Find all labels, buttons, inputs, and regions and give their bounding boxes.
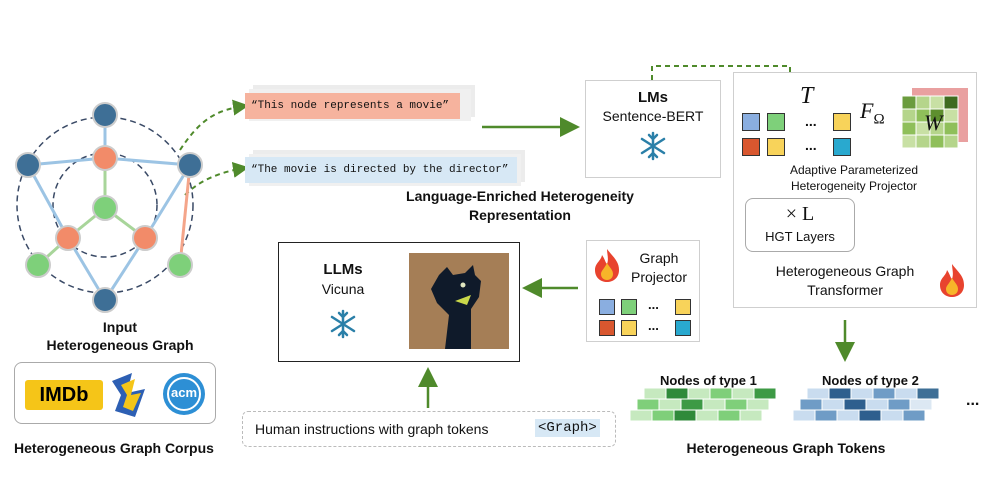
- graph-node-orange: [55, 225, 81, 251]
- dashed-arrow-to-director-sentence: [184, 161, 249, 196]
- hgt-caption: Heterogeneous Graph Transformer: [745, 262, 945, 300]
- graph-token: <Graph>: [535, 419, 600, 437]
- graph-node-orange: [92, 145, 118, 171]
- type-square-red: [599, 320, 615, 336]
- representation-caption: Language-Enriched Heterogeneity Represen…: [372, 187, 668, 225]
- projector-ellipsis: ...: [648, 318, 659, 333]
- hgt-layers-label: HGT Layers: [765, 229, 835, 244]
- f-subscript: Ω: [873, 111, 885, 128]
- graph-node-blue: [177, 152, 203, 178]
- adaptive-caption-line2: Heterogeneity Projector: [790, 179, 918, 193]
- type-square-cyan: [833, 138, 851, 156]
- tokens-ellipsis: ...: [966, 392, 980, 409]
- snowflake-icon: [640, 131, 666, 161]
- corpus-caption: Heterogeneous Graph Corpus: [14, 440, 214, 456]
- bolt-logo-icon: [112, 373, 145, 417]
- flame-icon: [595, 249, 619, 282]
- hgt-layers-box: × L HGT Layers: [745, 198, 855, 252]
- graph-node-orange: [132, 225, 158, 251]
- graph-projector-line1: Graph: [639, 250, 679, 266]
- type-square-green: [767, 113, 785, 131]
- tokens-caption: Heterogeneous Graph Tokens: [686, 440, 886, 456]
- f-symbol: F: [860, 98, 874, 123]
- graph-node-green: [167, 252, 193, 278]
- graph-caption-line1: Input: [102, 319, 138, 335]
- projector-ellipsis: ...: [648, 297, 659, 312]
- llm-box: LLMs Vicuna: [278, 242, 520, 362]
- type-square-blue: [742, 113, 760, 131]
- flame-icon: [940, 264, 964, 297]
- type-square-yellow: [833, 113, 851, 131]
- imdb-logo: IMDb: [25, 380, 103, 410]
- representation-caption-line1: Language-Enriched Heterogeneity: [406, 188, 634, 204]
- acm-logo: acm: [159, 369, 209, 419]
- snowflake-icon: [330, 309, 356, 339]
- f-omega-symbol: FΩ: [860, 98, 885, 128]
- dashed-arrow-to-movie-sentence: [179, 99, 249, 151]
- type-square-yellow: [621, 320, 637, 336]
- graph-caption-line2: Heterogeneous Graph: [46, 337, 194, 353]
- hgt-caption-line1: Heterogeneous Graph: [775, 263, 915, 279]
- type1-label: Nodes of type 1: [660, 373, 757, 388]
- graph-node-green: [92, 195, 118, 221]
- hgt-caption-line2: Transformer: [807, 282, 883, 298]
- graph-projector-line2: Projector: [630, 269, 688, 285]
- type-square-green: [621, 299, 637, 315]
- heterogeneous-graph: [15, 102, 203, 313]
- lm-title: LMs: [638, 89, 668, 106]
- matrix-ellipsis: ...: [805, 113, 817, 129]
- instructions-box: Human instructions with graph tokens <Gr…: [242, 411, 616, 447]
- acm-logo-text: acm: [170, 385, 198, 400]
- type1-token-stack: [630, 388, 777, 422]
- llm-title: LLMs: [323, 261, 363, 278]
- instructions-text: Human instructions with graph tokens: [255, 421, 489, 437]
- vicuna-llama-image: [409, 253, 509, 349]
- type-square-yellow: [767, 138, 785, 156]
- corpus-logo-box: IMDb acm: [14, 362, 216, 424]
- type2-label: Nodes of type 2: [822, 373, 919, 388]
- type-square-red: [742, 138, 760, 156]
- w-symbol: W: [924, 110, 943, 135]
- graph-node-blue: [92, 102, 118, 128]
- sentence-movie: “This node represents a movie”: [245, 93, 460, 119]
- times-l-symbol: × L: [785, 203, 815, 225]
- lm-box: LMs Sentence-BERT: [585, 80, 721, 178]
- graph-node-blue: [15, 152, 41, 178]
- type-square-cyan: [675, 320, 691, 336]
- lm-name: Sentence-BERT: [602, 108, 704, 124]
- adaptive-caption-line1: Adaptive Parameterized: [789, 163, 919, 177]
- weight-matrix: [902, 88, 968, 149]
- graph-node-blue: [92, 287, 118, 313]
- llm-name: Vicuna: [321, 281, 365, 297]
- matrix-ellipsis: ...: [805, 137, 817, 153]
- type-square-yellow: [675, 299, 691, 315]
- type2-token-stack: [793, 388, 940, 422]
- graph-projector-box: Graph Projector ... ...: [586, 240, 700, 342]
- type-square-blue: [599, 299, 615, 315]
- sentence-director: “The movie is directed by the director”: [245, 157, 517, 183]
- adaptive-projector-caption: Adaptive Parameterized Heterogeneity Pro…: [738, 162, 970, 194]
- graph-projector-label: Graph Projector: [619, 249, 699, 287]
- representation-caption-line2: Representation: [469, 207, 571, 223]
- graph-node-green: [25, 252, 51, 278]
- t-symbol: T: [800, 83, 814, 109]
- dashed-arrow-lm-to-projector: [651, 65, 798, 104]
- graph-caption: Input Heterogeneous Graph: [20, 318, 220, 354]
